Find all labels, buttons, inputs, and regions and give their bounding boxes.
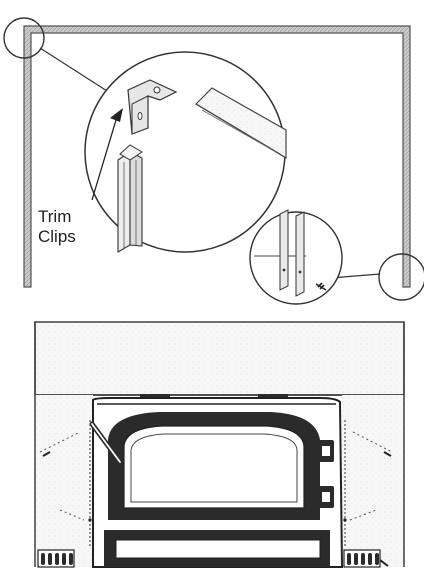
screw-mark-left <box>42 451 51 457</box>
corner-detail-circle <box>3 17 45 59</box>
left-vent-grille <box>37 549 75 568</box>
trim-clip-bracket <box>127 79 178 135</box>
trim-clips-label: Trim Clips <box>38 207 76 247</box>
door-glass <box>123 425 305 509</box>
trim-frame <box>23 25 411 288</box>
trim-frame-outer <box>23 25 411 288</box>
screw-detail-trim-right <box>295 211 305 297</box>
vertical-trim-piece <box>117 144 143 253</box>
magnified-circle <box>84 51 286 253</box>
screw-mark-right <box>383 451 392 457</box>
stove-hood <box>34 321 405 396</box>
screw-detail <box>249 209 343 305</box>
right-surround-panel <box>342 395 404 567</box>
trim-clips-label-line2: Clips <box>38 227 76 246</box>
stove-door <box>89 412 334 520</box>
clip-screw-hole <box>153 86 161 94</box>
stove-assembly <box>34 321 405 568</box>
screw-detail-trim-left <box>279 209 289 291</box>
trim-clips-label-line1: Trim <box>38 207 72 226</box>
leader-line-top <box>39 47 119 99</box>
trim-clip-detail <box>84 51 287 253</box>
right-vent-grille <box>343 549 381 568</box>
screw-icon <box>315 282 327 291</box>
bottom-detail-circle <box>378 253 424 301</box>
clip-pointer-arrowhead <box>110 108 123 122</box>
left-surround-panel <box>35 395 93 567</box>
clip-pointer-line <box>91 119 117 201</box>
